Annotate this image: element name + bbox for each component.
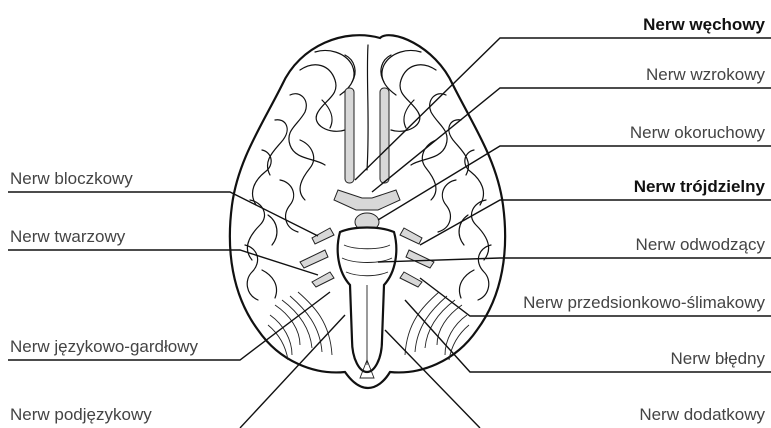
label-nerw-przedsionkowo-slimakowy: Nerw przedsionkowo-ślimakowy [523, 293, 765, 312]
label-nerw-bledny: Nerw błędny [671, 349, 766, 368]
label-nerw-trojdzielny: Nerw trójdzielny [634, 177, 766, 196]
label-nerw-podjezykowy: Nerw podjęzykowy [10, 405, 152, 424]
label-nerw-okoruchowy: Nerw okoruchowy [630, 123, 766, 142]
label-nerw-dodatkowy: Nerw dodatkowy [639, 405, 765, 424]
label-nerw-bloczkowy: Nerw bloczkowy [10, 169, 133, 188]
label-nerw-twarzowy: Nerw twarzowy [10, 227, 126, 246]
brain-illustration [230, 35, 505, 388]
label-nerw-odwodzacy: Nerw odwodzący [636, 235, 766, 254]
label-nerw-wzrokowy: Nerw wzrokowy [646, 65, 766, 84]
label-nerw-wechowy: Nerw węchowy [643, 15, 765, 34]
label-nerw-jezykowo-gardlowy: Nerw językowo-gardłowy [10, 337, 199, 356]
